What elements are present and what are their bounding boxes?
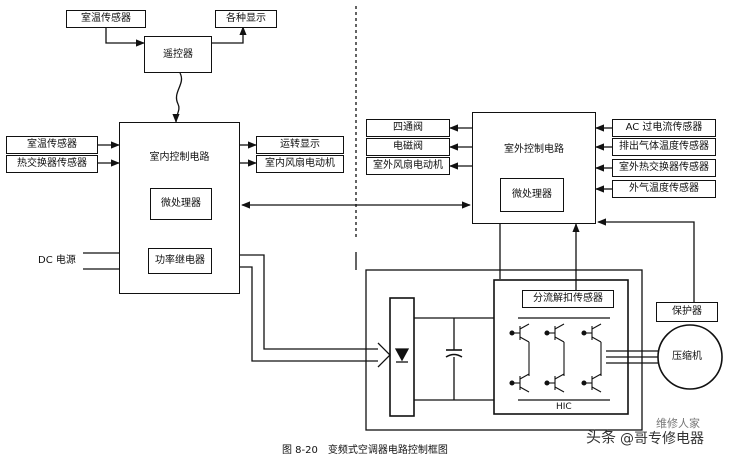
- outdoor-control-circuit-title: 室外控制电路: [504, 144, 564, 155]
- outdoor-air-temp-sensor-box: 外气温度传感器: [612, 180, 716, 198]
- solenoid-valve-box: 电磁阀: [366, 138, 450, 156]
- outdoor-power-enclosure: [365, 269, 643, 431]
- watermark-right: @哥专修电器: [620, 431, 704, 447]
- dc-power-label: DC 电源: [38, 255, 76, 266]
- heat-exchanger-sensor-box: 热交换器传感器: [6, 155, 98, 173]
- ac-overcurrent-sensor-box: AC 过电流传感器: [612, 119, 716, 137]
- outdoor-mcu-box: 微处理器: [500, 178, 564, 212]
- compressor-circle: [657, 324, 723, 390]
- indoor-temp-sensor-box: 室温传感器: [6, 136, 98, 154]
- remote-signal-line: [172, 72, 183, 123]
- protector-box: 保护器: [656, 302, 718, 322]
- remote-sensor-line: [105, 27, 145, 47]
- figure-caption: 图 8-20 变频式空调器电路控制框图: [282, 445, 448, 456]
- remote-display-line: [212, 26, 247, 44]
- exhaust-temp-sensor-box: 排出气体温度传感器: [612, 138, 716, 156]
- four-way-valve-box: 四通阀: [366, 119, 450, 137]
- indoor-mcu-box: 微处理器: [150, 188, 212, 220]
- protector-line: [597, 218, 695, 302]
- outdoor-heat-exchanger-sensor-box: 室外热交换器传感器: [612, 159, 716, 177]
- shunt-sensor-box: 分流解扣传感器: [522, 290, 614, 308]
- rectifier-block: [389, 297, 415, 417]
- inverter-transistors: [509, 323, 602, 393]
- indoor-control-circuit-title: 室内控制电路: [149, 152, 210, 163]
- remote-controller-box: 遥控器: [144, 36, 212, 73]
- power-relay-box: 功率继电器: [148, 248, 212, 274]
- watermark-left: 头条: [586, 428, 617, 446]
- hic-box: [493, 279, 629, 415]
- remote-temp-sensor-box: 室温传感器: [66, 10, 146, 28]
- indoor-fan-motor-box: 室内风扇电动机: [256, 155, 344, 173]
- compressor-label: 压缩机: [672, 351, 702, 362]
- outdoor-fan-motor-box: 室外风扇电动机: [366, 157, 450, 175]
- hic-label: HIC: [556, 402, 572, 412]
- various-display-box: 各种显示: [215, 10, 277, 28]
- watermark-mid: 维修人家: [656, 417, 700, 430]
- run-display-box: 运转显示: [256, 136, 344, 154]
